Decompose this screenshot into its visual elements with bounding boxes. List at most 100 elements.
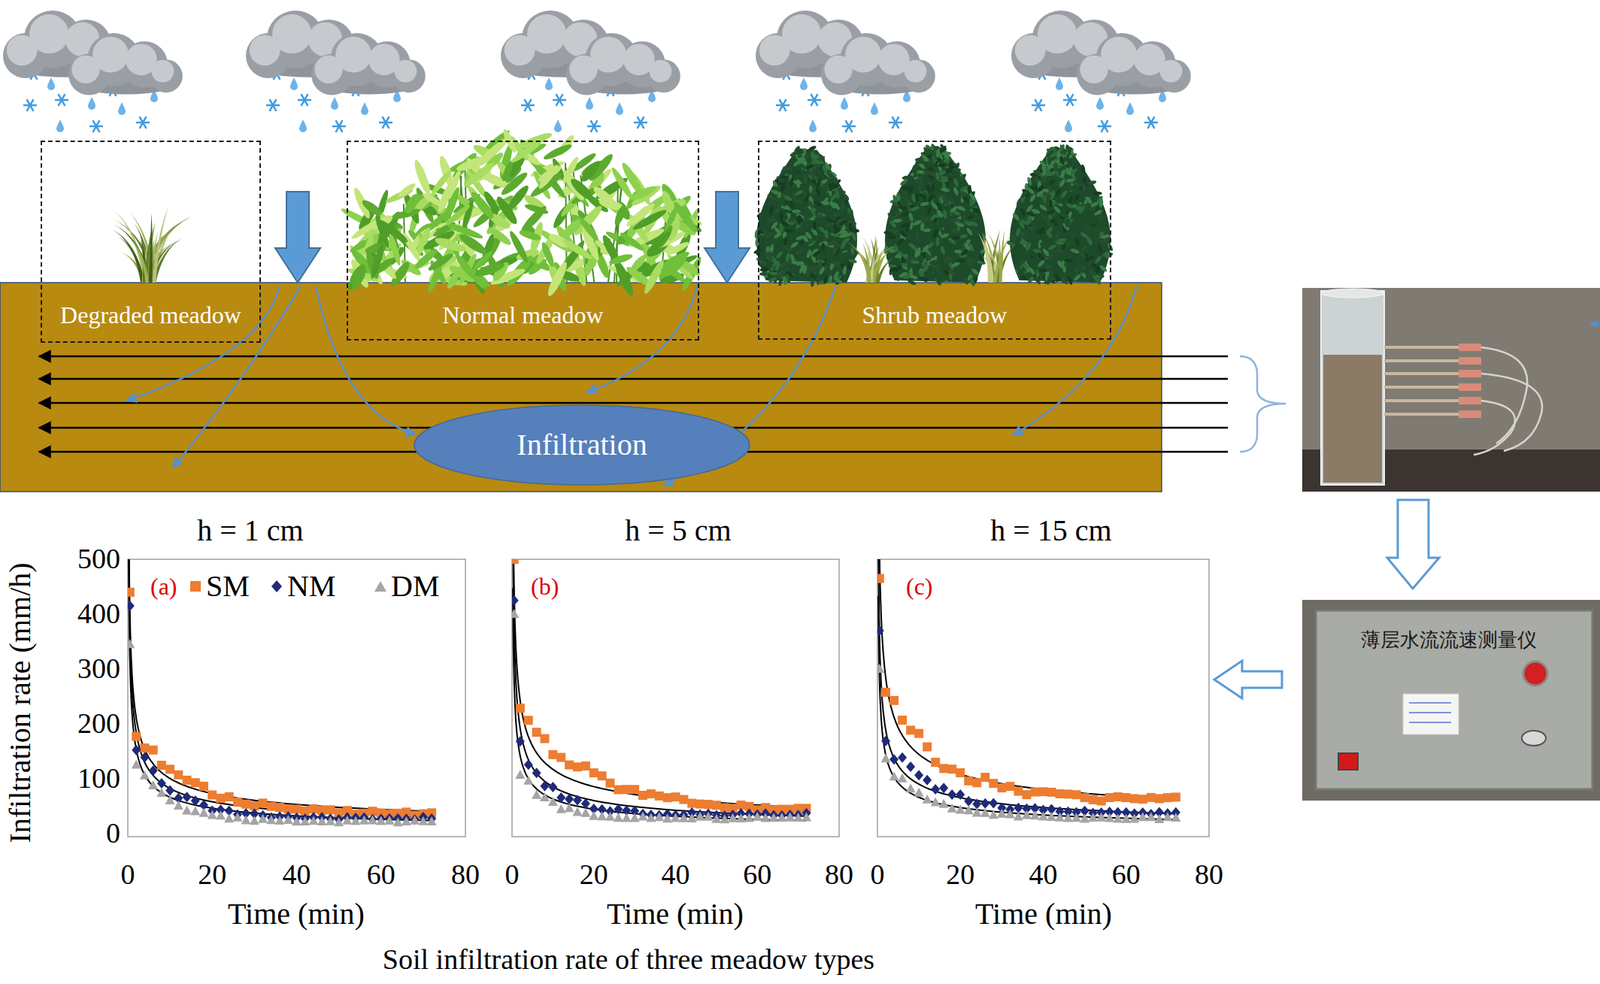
leaf [481,189,501,215]
data-point [930,757,940,767]
shrub-leaf [957,190,968,197]
shrub-leaf [977,253,986,264]
shrub-leaf [920,201,931,207]
data-point [930,784,940,795]
layer-arrow [39,355,1228,358]
shrub-leaf [1036,225,1046,235]
clouds [3,10,1191,133]
data-point [1096,812,1107,822]
shrub-leaf [930,183,936,194]
cloud-highlight [393,60,417,83]
grass-blade [130,213,157,283]
snowflake-arm [336,120,343,133]
data-point [207,810,218,820]
data-point [1063,789,1073,799]
shrub-leaf [923,169,933,175]
data-point [539,792,550,802]
power-switch [1338,753,1358,770]
shrub-leaf [767,275,778,283]
shrub-leaf [891,193,899,204]
data-point [232,812,243,822]
plug [1458,396,1482,405]
shrub-leaf [885,250,891,261]
data-point [889,754,899,765]
data-point [515,769,525,779]
leaf [624,200,658,229]
data-point [540,734,550,744]
marker-dot [1590,321,1599,327]
cloud-highlight [92,36,129,73]
data-point [596,811,607,821]
snowflake-arm [892,116,900,129]
data-point [165,784,175,796]
probe [1384,385,1463,389]
data-point [512,609,519,619]
shrub-leaf [803,193,811,204]
shrub-leaf [1081,276,1091,284]
data-point [939,799,949,809]
shrub-leaf [922,262,930,273]
raindrop [47,77,55,91]
shrub-body [1009,148,1111,283]
data-point [597,771,607,781]
grass-blade [862,242,871,283]
shrub-leaf [1023,230,1031,240]
data-point [972,798,982,810]
bracket [1239,356,1286,452]
raindrop [1064,119,1073,133]
data-point [325,805,335,815]
shrub-leaf [766,193,776,201]
data-point [139,770,150,780]
shrub-leaf [918,175,925,186]
data-point [367,815,378,825]
shrub-leaf [807,145,818,153]
data-point [678,813,689,823]
data-point [638,811,649,821]
shrub-leaf [791,209,801,214]
photo-device [1302,600,1600,801]
fit-curve [878,596,1176,820]
data-point [1055,789,1065,799]
shrub-leaf [970,267,980,277]
shrub-leaf [1060,169,1067,179]
shrub-leaf [1066,275,1074,286]
data-point [947,789,957,800]
shrub-leaf [899,178,910,187]
leaf [463,160,497,190]
snowflake-arm [93,120,100,133]
fit-curve [128,559,432,812]
snowflake [842,120,856,133]
shrub-leaf [894,233,902,243]
data-point [156,787,167,797]
shrub-leaf [820,190,831,197]
shrub-leaf [1030,208,1041,215]
raindrop [554,119,562,133]
leaf [641,258,667,297]
data-point [947,803,958,813]
data-point [548,750,558,760]
data-point [727,813,738,823]
data-point [165,795,176,805]
data-point [1072,790,1082,800]
data-point [877,574,885,584]
raindrop [330,96,339,110]
data-point [1013,812,1024,822]
shrub-leaf [1080,163,1086,174]
shrub-leaf [815,178,822,188]
data-point [760,813,771,823]
data-point [409,815,420,825]
shrub-leaf [939,178,949,183]
probe [1384,399,1463,403]
shrub-leaf [934,276,942,287]
shrub-leaf [1024,249,1033,260]
shrub-leaf [830,260,840,265]
shrub-leaf [792,158,802,168]
shrub-leaf [936,148,941,158]
shrub-leaf [1036,259,1046,269]
leaf [421,190,447,210]
data-point [182,791,192,803]
shrub-leaf [940,187,951,194]
data-point [621,784,631,794]
data-point [291,816,302,826]
shrub-leaf [822,196,830,207]
